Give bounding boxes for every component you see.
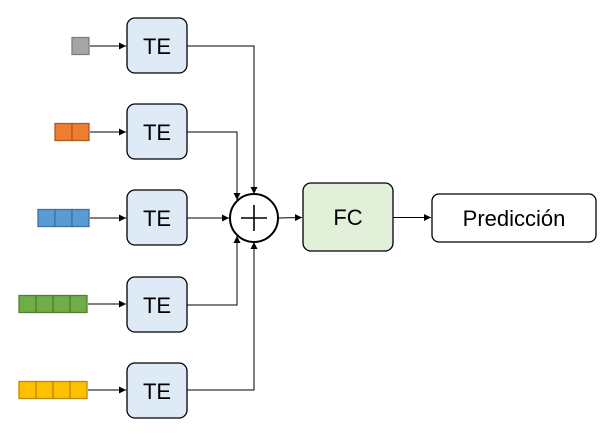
te-label-3: TE [143, 206, 171, 231]
input-token-cell [71, 122, 90, 142]
sum-node [229, 193, 279, 243]
connector-te-1 [187, 45, 258, 194]
input-token-cell [54, 208, 73, 228]
te-block-1: TE [126, 17, 188, 74]
te-label-5: TE [143, 379, 171, 404]
input-token-cell [18, 294, 37, 314]
connector-te-2 [187, 131, 241, 200]
output-block: Predicción [431, 193, 597, 243]
input-token-cell [52, 380, 71, 400]
te-label-2: TE [143, 120, 171, 145]
input-sequence-1 [71, 36, 90, 56]
te-block-4: TE [126, 276, 188, 333]
te-block-3: TE [126, 189, 188, 246]
input-sequence-4 [18, 294, 88, 314]
te-to-sum-connectors [187, 45, 258, 391]
input-token-cell [35, 380, 54, 400]
input-sequence-5 [18, 380, 88, 400]
input-token-cell [69, 380, 88, 400]
input-token-cell [71, 36, 90, 56]
output-label: Predicción [463, 206, 566, 231]
fc-block: FC [302, 182, 394, 252]
te-block-5: TE [126, 362, 188, 419]
input-sequences [18, 36, 90, 400]
arrow-sum-to-fc [277, 214, 303, 222]
connector-te-5 [187, 242, 258, 391]
input-sequence-2 [54, 122, 90, 142]
te-label-1: TE [143, 34, 171, 59]
input-token-cell [37, 208, 56, 228]
fc-label: FC [333, 205, 362, 230]
te-label-4: TE [143, 293, 171, 318]
input-arrows [88, 42, 126, 394]
input-token-cell [54, 122, 73, 142]
input-token-cell [71, 208, 90, 228]
input-token-cell [35, 294, 54, 314]
input-sequence-3 [37, 208, 90, 228]
input-token-cell [69, 294, 88, 314]
connector-te-4 [187, 236, 241, 306]
input-token-cell [52, 294, 71, 314]
input-token-cell [18, 380, 37, 400]
te-block-2: TE [126, 103, 188, 160]
